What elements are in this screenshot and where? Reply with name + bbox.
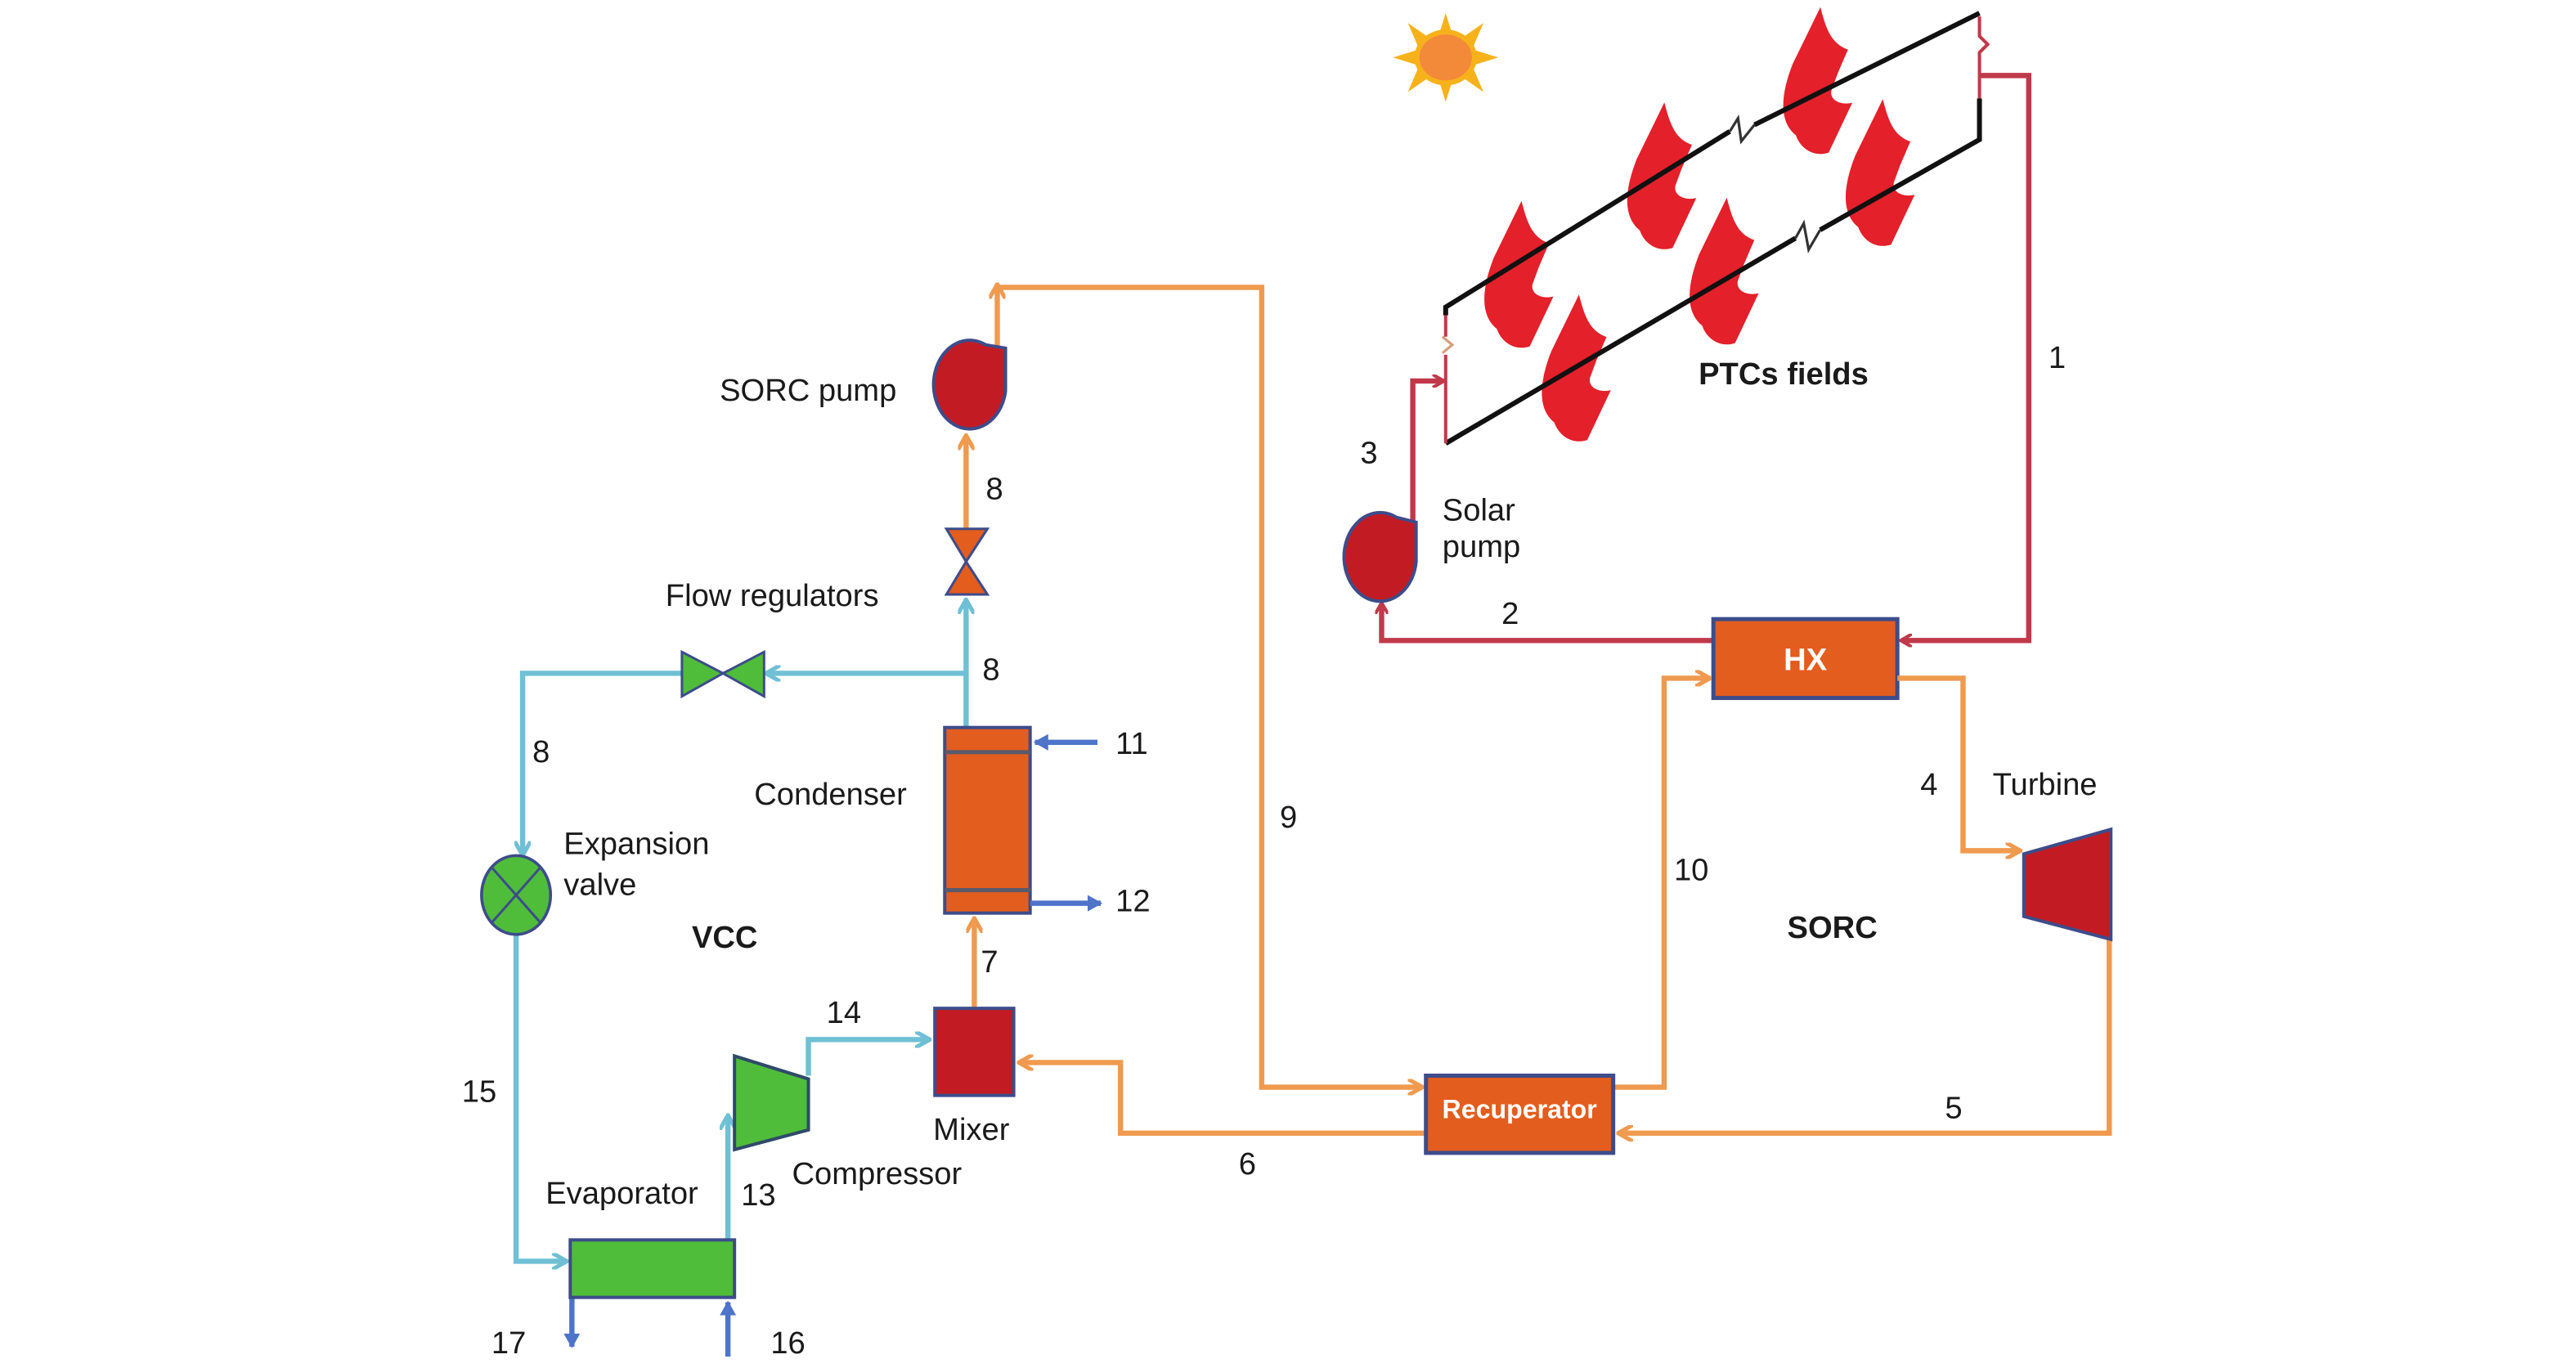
state-label-2: 2 <box>1501 596 1519 631</box>
coolant-pipes <box>563 733 1103 1357</box>
flow-regulator-vcc[interactable] <box>680 649 765 699</box>
recuperator-label: Recuperator <box>1443 1095 1598 1124</box>
evaporator[interactable] <box>568 1238 737 1299</box>
valve-icon <box>944 559 990 596</box>
expansion-valve-label-line1: Expansion <box>563 826 709 861</box>
turbine-icon <box>2022 827 2113 942</box>
state-label-1: 1 <box>2049 340 2066 375</box>
state-label-10: 10 <box>1674 853 1708 888</box>
sun-icon <box>1393 13 1499 102</box>
state-label-14: 14 <box>827 995 861 1030</box>
state-label-8-vcc: 8 <box>532 734 550 769</box>
evaporator-label: Evaporator <box>545 1176 698 1211</box>
state-label-7: 7 <box>981 944 998 980</box>
state-label-3: 3 <box>1360 435 1377 470</box>
solar-pump-label-line1: Solar <box>1443 493 1515 528</box>
turbine-label: Turbine <box>1993 767 2098 802</box>
sorc-pump-label: SORC pump <box>720 373 896 408</box>
hx-label: HX <box>1784 642 1828 677</box>
recuperator[interactable]: Recuperator <box>1424 1073 1616 1155</box>
turbine[interactable] <box>2022 827 2113 942</box>
state-label-15: 15 <box>462 1074 496 1110</box>
valve-icon <box>720 649 765 699</box>
ptc-field <box>1441 7 1990 451</box>
mixer[interactable] <box>933 1007 1016 1097</box>
flow-regulators-label: Flow regulators <box>666 578 879 613</box>
solar-pump[interactable] <box>1342 510 1418 603</box>
state-label-12: 12 <box>1115 884 1150 919</box>
state-label-13: 13 <box>741 1177 775 1213</box>
mixer-label: Mixer <box>933 1112 1010 1147</box>
solar-loop-pipes <box>1381 73 2032 640</box>
expansion-valve-label-line2: valve <box>563 868 636 903</box>
compressor[interactable] <box>733 1053 810 1152</box>
expansion-valve-icon <box>480 854 553 936</box>
expansion-valve[interactable] <box>480 854 553 936</box>
compressor-label: Compressor <box>792 1156 962 1191</box>
condenser[interactable] <box>943 725 1032 915</box>
state-label-17: 17 <box>491 1325 526 1361</box>
valve-icon <box>680 649 726 699</box>
flow-regulator-sorc[interactable] <box>944 527 990 596</box>
compressor-icon <box>733 1053 810 1152</box>
heat-exchanger[interactable]: HX <box>1711 617 1900 701</box>
state-label-6: 6 <box>1239 1146 1256 1182</box>
state-label-5: 5 <box>1945 1091 1962 1126</box>
sorc-loop-pipes <box>966 285 2112 1133</box>
sorc-pump[interactable] <box>931 339 1008 431</box>
sorc-cycle-label: SORC <box>1788 910 1878 945</box>
pump-icon <box>931 339 1008 431</box>
valve-icon <box>944 527 990 564</box>
state-label-9: 9 <box>1280 800 1297 835</box>
pump-icon <box>1342 510 1418 603</box>
solar-pump-label-line2: pump <box>1443 529 1520 564</box>
state-label-8-pump: 8 <box>985 472 1003 507</box>
vcc-cycle-label: VCC <box>692 920 758 955</box>
vcc-loop-pipes <box>513 601 966 1261</box>
ptc-fields-label: PTCs fields <box>1699 357 1869 392</box>
state-label-8-junction: 8 <box>982 652 999 687</box>
state-label-11: 11 <box>1115 726 1148 761</box>
condenser-label: Condenser <box>754 777 907 812</box>
state-label-16: 16 <box>770 1325 805 1361</box>
state-label-4: 4 <box>1920 767 1937 802</box>
